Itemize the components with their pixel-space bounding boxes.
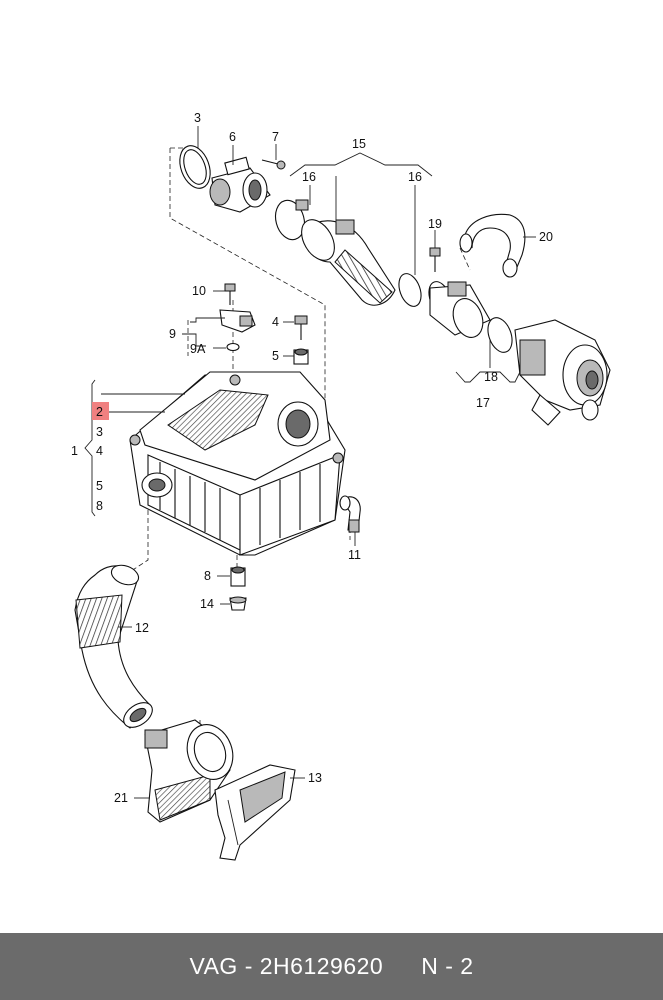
part-16-hose-clamp-right [398, 273, 422, 307]
label-16-right: 16 [408, 170, 422, 184]
label-7: 7 [272, 130, 279, 144]
footer-part-number: VAG - 2H6129620 [189, 953, 384, 979]
part-9a-seal [226, 342, 240, 352]
label-6: 6 [229, 130, 236, 144]
label-11: 11 [348, 548, 361, 562]
label-12: 12 [135, 621, 149, 635]
label-18: 18 [484, 370, 498, 384]
part-2-air-filter-housing [129, 371, 346, 556]
footer-caption: VAG - 2H6129620 N - 2 [189, 953, 473, 980]
label-17: 17 [476, 396, 490, 410]
label-4: 4 [272, 315, 279, 329]
group-label-8: 8 [96, 499, 103, 513]
part-15-intake-hose [301, 219, 396, 306]
label-13: 13 [308, 771, 322, 785]
label-15: 15 [352, 137, 366, 151]
part-5-bushing [293, 348, 309, 365]
group-label-4: 4 [96, 444, 103, 458]
part-4-bolt [294, 315, 308, 340]
label-9: 9 [169, 327, 176, 341]
part-13-duct-cover [214, 764, 296, 861]
group-label-5: 5 [96, 479, 103, 493]
part-19-bolt [429, 247, 441, 272]
highlight-box-item-2 [92, 402, 109, 420]
part-21-intake-duct [144, 719, 234, 823]
part-10-screw [224, 283, 236, 305]
label-20: 20 [539, 230, 553, 244]
part-9-sensor [219, 309, 256, 333]
group-label-3: 3 [96, 425, 103, 439]
exploded-parts-diagram: 3 6 7 15 16 16 19 20 10 9 9A 4 5 18 17 2… [71, 111, 611, 861]
label-3: 3 [194, 111, 201, 125]
part-16-hose-clamp-left [274, 199, 309, 241]
part-3-o-ring [179, 145, 211, 189]
footer-bar: VAG - 2H6129620 N - 2 [0, 933, 663, 1000]
part-6-air-mass-meter [209, 156, 271, 213]
part-18-seal-ring [487, 317, 513, 353]
label-14: 14 [200, 597, 214, 611]
part-labels: 3 6 7 15 16 16 19 20 10 9 9A 4 5 18 17 2… [71, 111, 553, 805]
group-label-2: 2 [96, 405, 103, 419]
label-10: 10 [192, 284, 206, 298]
label-16-left: 16 [302, 170, 316, 184]
footer-sheet-number: N - 2 [421, 953, 474, 979]
turbocharger [514, 319, 611, 426]
part-20-breather-hose [459, 213, 526, 278]
label-21: 21 [114, 791, 128, 805]
label-5: 5 [272, 349, 279, 363]
label-19: 19 [428, 217, 442, 231]
part-8-rubber-mount [230, 566, 246, 587]
part-12-corrugated-hose [74, 564, 153, 729]
leader-lines [84, 126, 536, 799]
label-8: 8 [204, 569, 211, 583]
label-9a: 9A [190, 342, 206, 356]
part-11-elbow-connector [339, 495, 361, 533]
part-14-nut [229, 596, 247, 611]
part-7-screw [261, 159, 286, 170]
part-17-turbo-pipe [428, 281, 491, 338]
group-label-1: 1 [71, 444, 78, 458]
